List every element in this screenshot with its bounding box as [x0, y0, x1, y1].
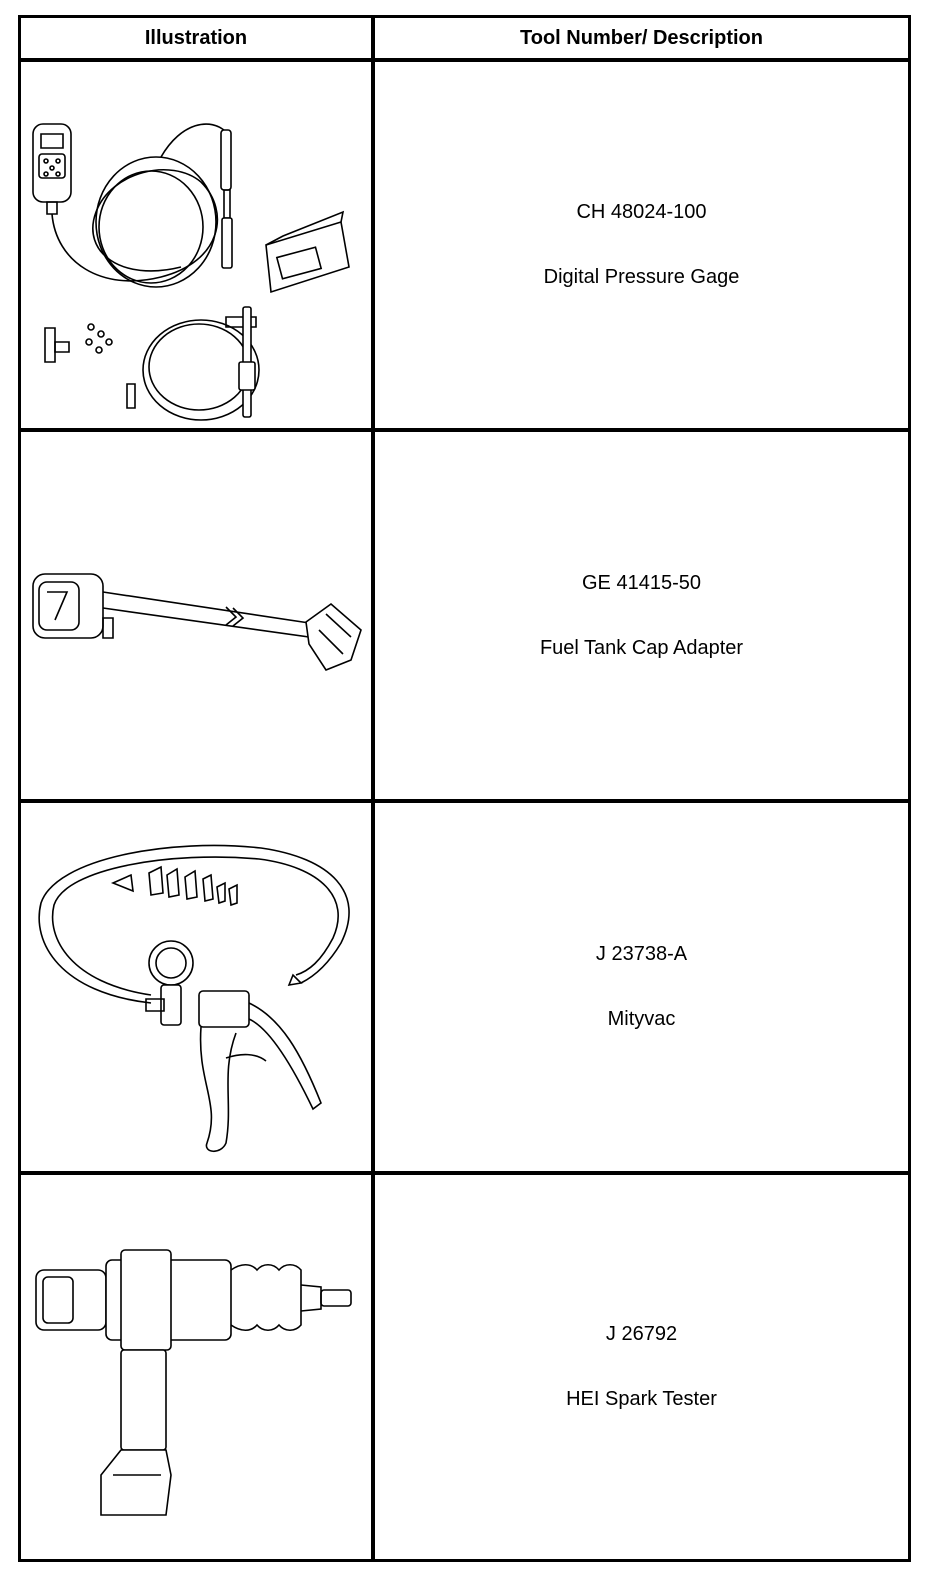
illustration-cell [21, 432, 371, 799]
illustration-cell [21, 1175, 371, 1559]
illustration-cell [21, 62, 371, 428]
digital-pressure-gage-icon [21, 62, 371, 428]
description-cell: CH 48024-100 Digital Pressure Gage [375, 62, 908, 428]
tool-description: Mityvac [607, 1008, 676, 1030]
tool-number: CH 48024-100 [576, 201, 707, 223]
row-divider [21, 1171, 908, 1175]
tool-description: HEI Spark Tester [566, 1388, 717, 1410]
header-divider [21, 58, 908, 62]
mityvac-icon [21, 803, 371, 1171]
header-illustration: Illustration [144, 26, 248, 49]
tool-number: J 26792 [605, 1323, 678, 1345]
description-cell: J 23738-A Mityvac [375, 803, 908, 1171]
hei-spark-tester-icon [21, 1175, 371, 1559]
header-tool-number: Tool Number/ Description [520, 26, 763, 49]
description-cell: J 26792 HEI Spark Tester [375, 1175, 908, 1559]
column-divider [371, 18, 375, 1559]
tool-table: Illustration Tool Number/ Description [18, 15, 911, 1562]
tool-number: J 23738-A [595, 943, 688, 965]
row-divider [21, 428, 908, 432]
description-cell: GE 41415-50 Fuel Tank Cap Adapter [375, 432, 908, 799]
row-divider [21, 799, 908, 803]
tool-description: Digital Pressure Gage [543, 266, 740, 288]
illustration-cell [21, 803, 371, 1171]
tool-description: Fuel Tank Cap Adapter [539, 636, 744, 659]
tool-number: GE 41415-50 [582, 571, 701, 594]
fuel-tank-cap-adapter-icon [21, 432, 371, 799]
